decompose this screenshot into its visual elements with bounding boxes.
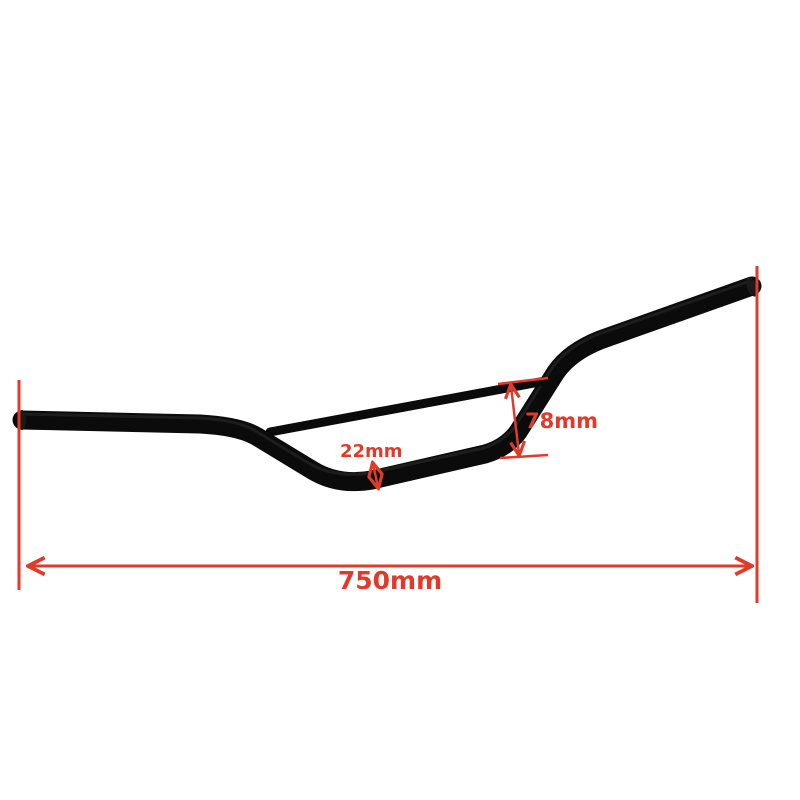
- rise-dimension-arrow: [511, 386, 519, 454]
- diameter-dimension-label: 22mm: [340, 441, 403, 462]
- width-dimension-label: 750mm: [338, 566, 442, 595]
- width-dimension: 750mm: [17, 266, 759, 603]
- handlebar-main-tube: [12, 276, 762, 492]
- handlebar-crossbar: [265, 376, 550, 437]
- handlebar: [12, 276, 762, 492]
- diameter-dimension: 22mm: [340, 441, 403, 487]
- rise-dimension: 78mm: [497, 376, 598, 460]
- rise-dimension-label: 78mm: [525, 409, 598, 433]
- handlebar-highlight: [20, 279, 752, 476]
- handlebar-right-end: [746, 277, 758, 297]
- rise-ref-bottom: [499, 453, 549, 460]
- diameter-dimension-arrow: [373, 464, 378, 487]
